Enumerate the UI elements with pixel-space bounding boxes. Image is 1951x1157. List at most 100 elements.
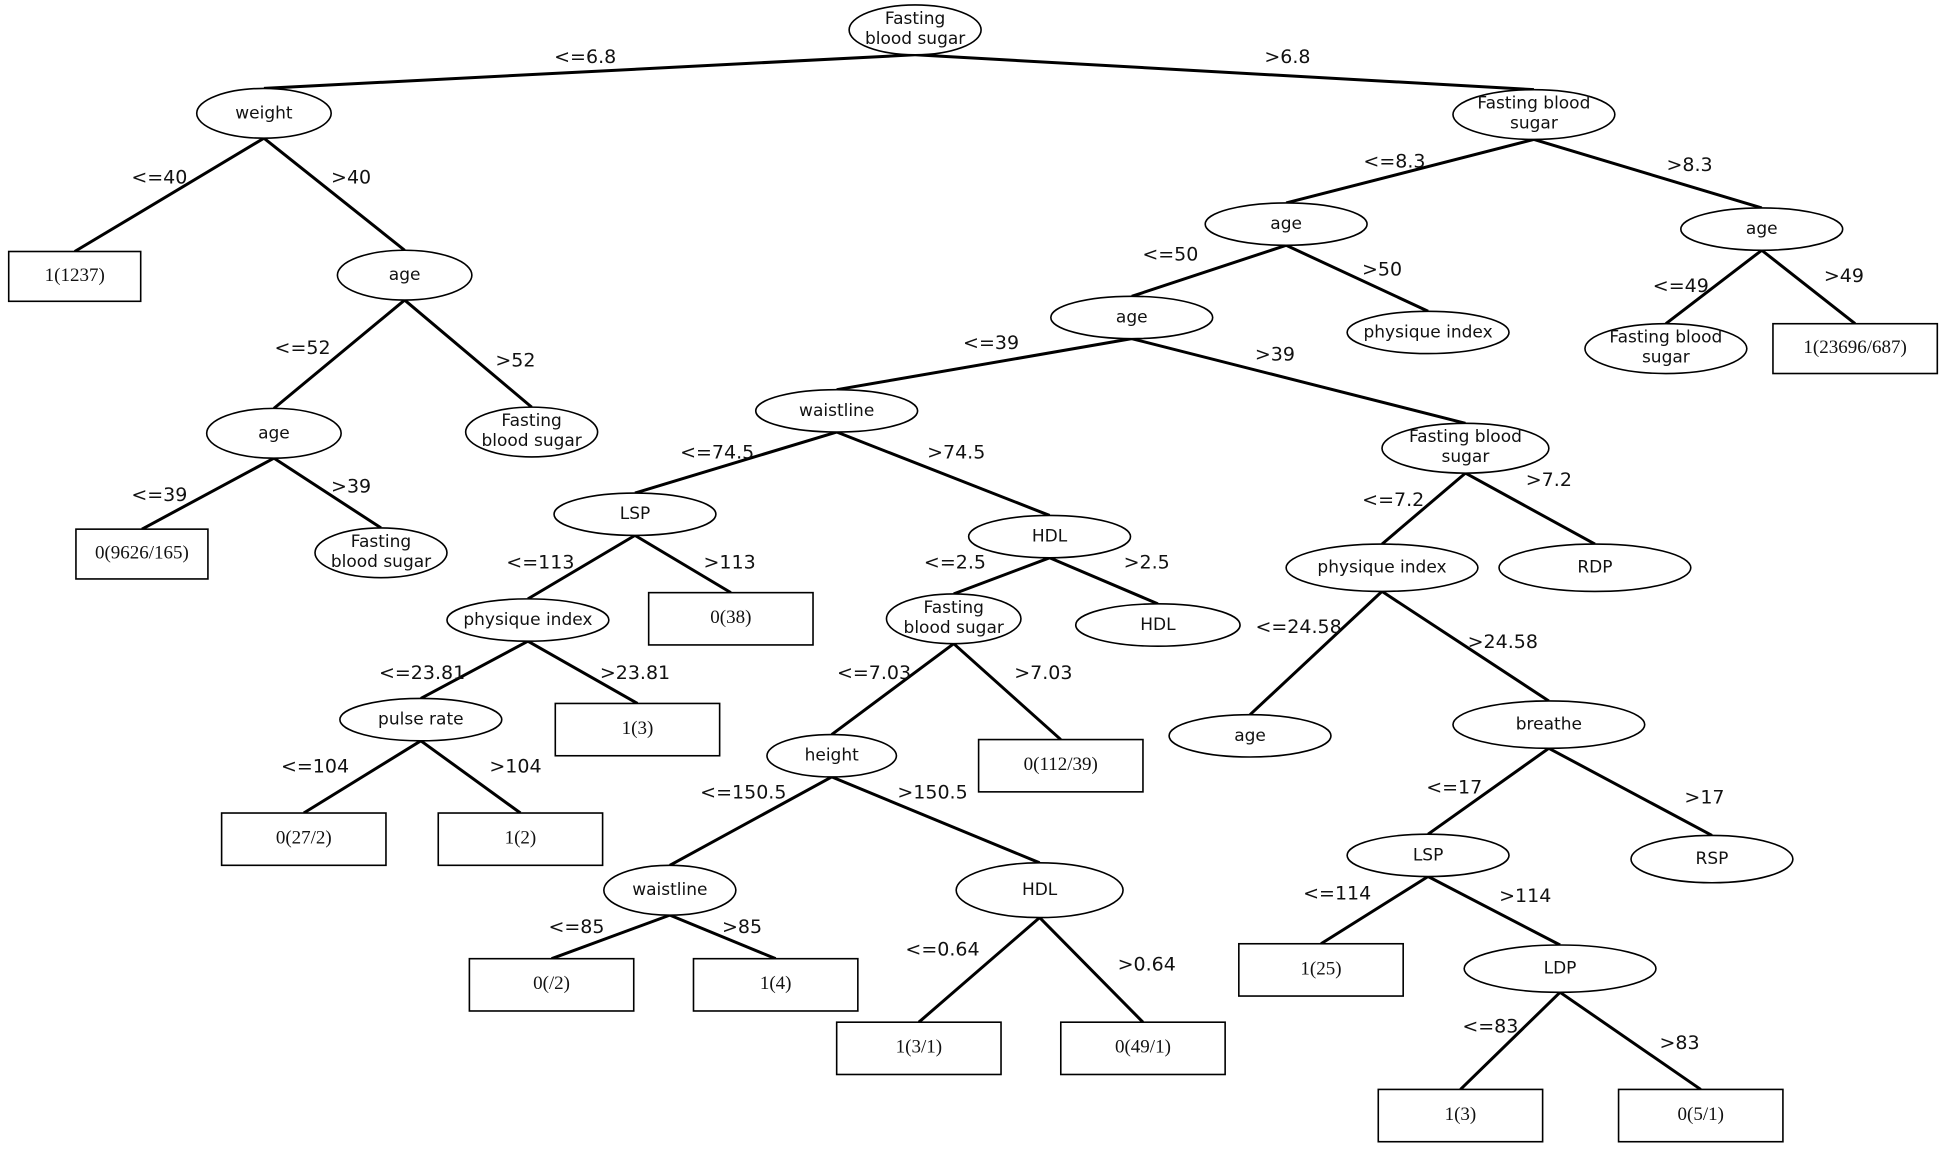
edge-height_waist	[669, 775, 833, 867]
leaf-leaf_31: 1(3/1)	[835, 1021, 1002, 1076]
leaf-leaf_112: 0(112/39)	[977, 738, 1144, 793]
edge-label-height_hdl: >150.5	[897, 782, 967, 804]
node-hdl3: HDL	[955, 862, 1124, 919]
edge-label-fbs_agerr: >8.3	[1666, 154, 1712, 176]
node-shape-fbs_w	[464, 406, 599, 458]
edge-ager_phys	[1285, 243, 1429, 313]
edge-pulse_leaf12	[419, 739, 522, 815]
edge-root_weight	[263, 53, 916, 90]
node-breathe: breathe	[1452, 700, 1646, 750]
edge-label-fbs25_height: <=7.03	[837, 662, 911, 684]
leaf-box-leaf_14	[692, 957, 859, 1012]
node-label-hdl3: HDL	[1022, 880, 1058, 900]
node-shape-age_2458	[1168, 713, 1332, 758]
node-shape-age_w2	[205, 407, 342, 459]
node-label-pulse: pulse rate	[378, 710, 464, 730]
edge-height_hdl	[831, 775, 1041, 865]
leaf-leaf_23696: 1(23696/687)	[1772, 322, 1939, 375]
edge-label-phys72_age: <=24.58	[1255, 616, 1341, 638]
node-shape-physique_r	[1346, 310, 1510, 355]
edge-ldp_leaf51	[1559, 991, 1702, 1091]
node-label-leaf_38: 0(38)	[710, 607, 751, 628]
edge-fbs25_leaf	[952, 642, 1062, 741]
node-shape-fbs_w2	[314, 527, 448, 579]
node-label-ldp: LDP	[1544, 959, 1577, 979]
edge-label-pulse_leaf12: >104	[489, 755, 541, 777]
leaf-box-leaf_9626	[75, 528, 209, 580]
edge-label-waist2_leaf14: >85	[722, 916, 762, 938]
edge-agew_fbs	[403, 298, 533, 409]
leaf-box-leaf_1_3b	[1377, 1088, 1544, 1143]
leaf-box-leaf_49	[1059, 1021, 1226, 1076]
leaf-box-leaf_112	[977, 738, 1144, 793]
node-shape-weight	[195, 87, 332, 140]
node-waistline: waistline	[754, 388, 919, 433]
edge-lsp_leaf	[634, 534, 732, 594]
edge-label-age50_waist: <=39	[963, 332, 1019, 354]
node-shape-waistline	[754, 388, 919, 433]
node-shape-age_r	[1204, 202, 1368, 247]
edge-label-root_fbs: >6.8	[1264, 46, 1310, 68]
edge-breathe_rsp	[1548, 746, 1713, 837]
node-age_r: age	[1204, 202, 1368, 247]
node-label-age_2458: age	[1234, 726, 1266, 746]
edge-label-agerr_fbs: <=49	[1653, 275, 1709, 297]
leaf-leaf_51: 0(5/1)	[1617, 1088, 1784, 1143]
node-shape-breathe	[1452, 700, 1646, 750]
node-shape-physique_113	[446, 598, 610, 643]
edge-label-lsp_phys: <=113	[506, 551, 574, 573]
leaf-box-leaf_25	[1238, 942, 1404, 997]
node-age_2458: age	[1168, 713, 1332, 758]
node-label-leaf_27: 0(27/2)	[276, 828, 332, 849]
leaf-leaf_27: 0(27/2)	[220, 812, 387, 867]
node-shape-rsp	[1630, 834, 1794, 884]
leaf-leaf_9626: 0(9626/165)	[75, 528, 209, 580]
node-label-age_r: age	[1270, 214, 1302, 234]
edge-label-agerr_leaf: >49	[1824, 265, 1864, 287]
edge-label-ldp_leaf51: >83	[1660, 1032, 1700, 1054]
edge-label-breathe_rsp: >17	[1684, 787, 1724, 809]
node-shape-age_50	[1050, 295, 1214, 340]
node-height: height	[766, 733, 898, 778]
leaf-leaf_02: 0(/2)	[468, 957, 635, 1012]
edge-label-waist_hdl: >74.5	[927, 442, 985, 464]
leaf-box-leaf_1_3a	[554, 702, 721, 757]
edge-label-lsp2_leaf: <=114	[1303, 882, 1371, 904]
node-shape-fbs_49	[1584, 322, 1748, 375]
edge-age2_fbs	[273, 456, 382, 530]
edge-label-hdl3_leaf31: <=0.64	[905, 938, 979, 960]
node-shape-waistline2	[603, 864, 737, 916]
node-label-physique_113: physique index	[463, 610, 592, 630]
node-age_50: age	[1050, 295, 1214, 340]
node-label-leaf_51: 0(5/1)	[1678, 1104, 1724, 1125]
node-shape-fbs_39	[1381, 422, 1550, 474]
edge-agerr_fbs	[1664, 249, 1763, 325]
edge-ager_age50	[1131, 243, 1287, 298]
edge-phys72_breathe	[1381, 590, 1550, 703]
edge-label-hdl3_leaf49: >0.64	[1118, 953, 1176, 975]
node-label-leaf_112: 0(112/39)	[1024, 754, 1098, 775]
leaf-box-leaf_1237	[7, 250, 142, 303]
edge-hdl_fbs	[953, 556, 1051, 596]
leaf-box-leaf_51	[1617, 1088, 1784, 1143]
node-shape-root	[848, 4, 982, 56]
edge-waist2_leaf14	[669, 913, 777, 961]
node-shape-hdl	[967, 514, 1132, 559]
edge-label-waist_lsp: <=74.5	[680, 442, 754, 464]
node-lsp2: LSP	[1346, 833, 1510, 878]
edge-label-ager_age50: <=50	[1142, 244, 1198, 266]
edge-label-breathe_lsp: <=17	[1426, 777, 1482, 799]
node-label-age_w2: age	[258, 423, 290, 443]
edge-label-hdl_fbs: <=2.5	[924, 551, 986, 573]
node-label-leaf_1_3b: 1(3)	[1445, 1104, 1477, 1125]
node-physique_113: physique index	[446, 598, 610, 643]
edge-label-ager_phys: >50	[1362, 259, 1402, 281]
edge-label-age2_fbs: >39	[331, 475, 371, 497]
